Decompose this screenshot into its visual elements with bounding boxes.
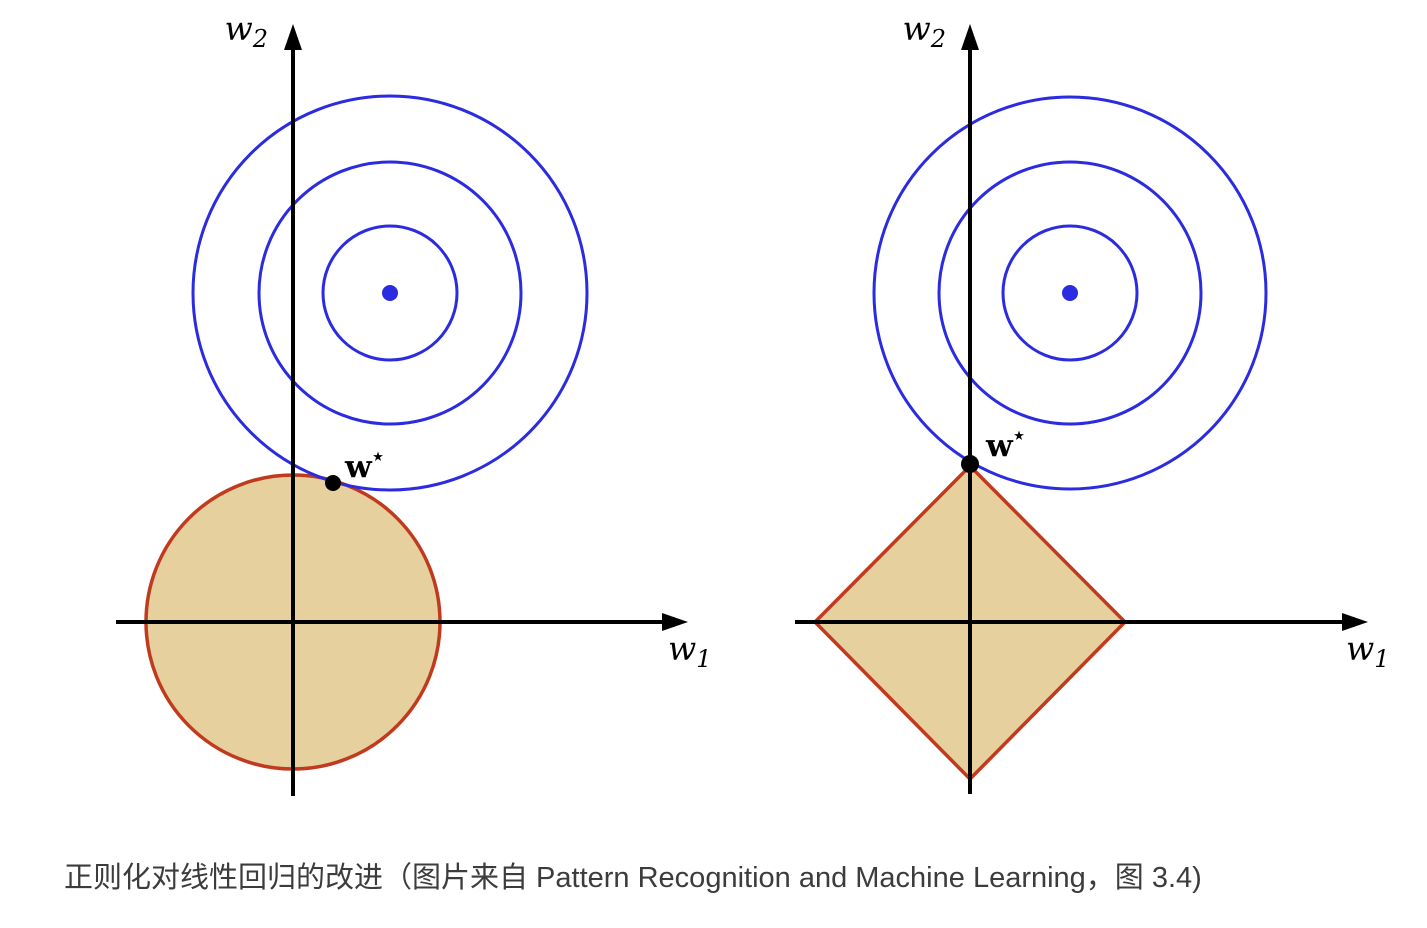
w2-label-sub: 2	[252, 25, 268, 53]
error-contour-middle	[937, 160, 1203, 426]
w1-axis-arrow	[1342, 613, 1368, 631]
error-contour-inner	[321, 224, 459, 362]
regularization-figure: w2 w1 w⋆ w2 w1 w⋆	[116, 9, 1390, 796]
w2-label-base: w	[224, 9, 252, 48]
w1-axis-label: w1	[668, 629, 712, 673]
optimum-label-star: ⋆	[372, 444, 385, 468]
w2-label-base: w	[902, 9, 930, 48]
w1-label-sub: 1	[1374, 645, 1389, 673]
w2-axis-arrow	[284, 24, 302, 50]
error-minimum-dot	[1062, 285, 1078, 301]
w1-label-sub: 1	[696, 645, 711, 673]
optimum-label: w⋆	[985, 423, 1025, 464]
w2-axis-arrow	[961, 24, 979, 50]
optimum-label: w⋆	[344, 444, 384, 485]
w2-label-sub: 2	[930, 25, 946, 53]
w1-axis-label: w1	[1346, 629, 1390, 673]
panel-l2-ridge: w2 w1 w⋆	[116, 9, 712, 796]
error-contour-outer	[191, 94, 589, 492]
panel-l1-lasso: w2 w1 w⋆	[795, 9, 1390, 794]
w1-label-base: w	[1346, 629, 1374, 668]
w2-axis-label: w2	[224, 9, 268, 53]
optimum-dot	[325, 475, 341, 491]
optimum-label-base: w	[344, 449, 373, 485]
error-contour-inner	[1001, 224, 1139, 362]
optimum-dot	[961, 455, 979, 473]
w2-axis-label: w2	[902, 9, 946, 53]
optimum-label-base: w	[985, 428, 1014, 464]
error-contour-middle	[257, 160, 523, 426]
figure-caption: 正则化对线性回归的改进（图片来自 Pattern Recognition and…	[64, 862, 1202, 894]
optimum-label-star: ⋆	[1013, 423, 1026, 447]
w1-label-base: w	[668, 629, 696, 668]
w1-axis-arrow	[662, 613, 688, 631]
error-minimum-dot	[382, 285, 398, 301]
error-contour-outer	[872, 95, 1268, 491]
